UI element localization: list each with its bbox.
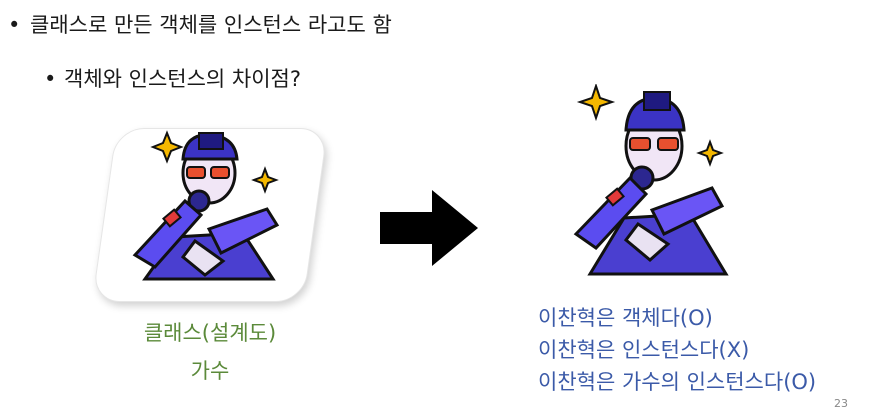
bullet-sub-text: 객체와 인스턴스의 차이점?	[64, 67, 302, 91]
instance-statements: 이찬혁은 객체다(O) 이찬혁은 인스턴스다(X) 이찬혁은 가수의 인스턴스다…	[538, 302, 816, 398]
class-caption: 클래스(설계도)	[143, 321, 277, 345]
sparkle-icon	[576, 84, 616, 122]
bullet-main-text: 클래스로 만든 객체를 인스턴스 라고도 함	[30, 13, 392, 37]
bullet-sub: • 객체와 인스턴스의 차이점?	[44, 66, 301, 92]
singer-illustration	[132, 130, 280, 281]
bullet-dot-icon: •	[44, 67, 57, 91]
statement-line: 이찬혁은 인스턴스다(X)	[538, 338, 750, 362]
bullet-main: • 클래스로 만든 객체를 인스턴스 라고도 함	[8, 12, 392, 38]
sparkle-icon	[150, 130, 184, 164]
statement-line: 이찬혁은 객체다(O)	[538, 306, 713, 330]
class-card	[91, 128, 329, 302]
sparkle-icon	[251, 166, 279, 194]
statement-line: 이찬혁은 가수의 인스턴스다(O)	[538, 370, 817, 394]
right-arrow-icon	[380, 190, 478, 266]
singer-instance-illustration	[573, 84, 729, 276]
sparkle-icon	[696, 139, 724, 167]
page-number: 23	[834, 397, 848, 410]
bullet-dot-icon: •	[8, 13, 21, 37]
class-name-caption: 가수	[190, 359, 230, 383]
